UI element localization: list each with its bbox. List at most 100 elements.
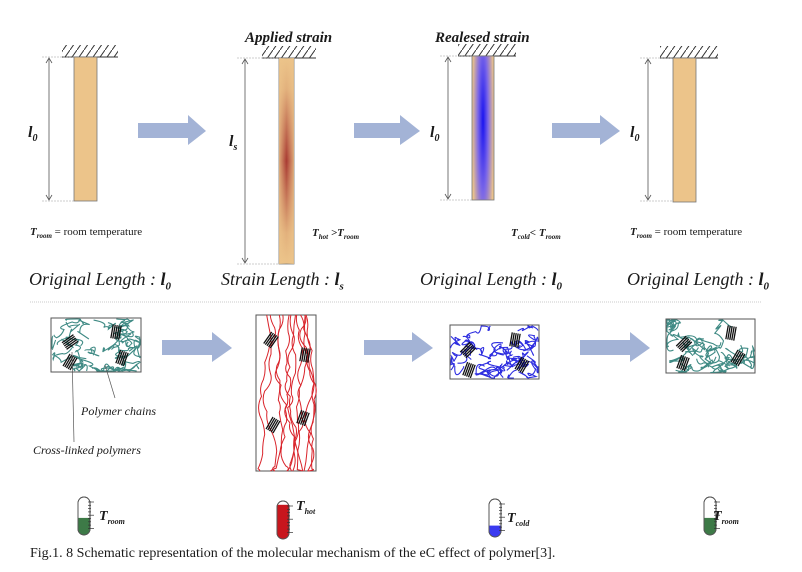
length-label: Strain Length : ls: [221, 269, 344, 293]
polymer-chain: [303, 314, 315, 472]
thermometer-icon: [276, 500, 293, 540]
polymer-chain: [507, 369, 517, 379]
polymer-network-room-recovered: [665, 318, 756, 374]
polymer-chain: [518, 368, 538, 379]
polymer-chain: [116, 318, 134, 330]
length-label: Original Length : l0: [29, 269, 172, 293]
thermometer-label: Troom: [99, 509, 125, 526]
polymer-chain: [284, 314, 298, 472]
polymer-chain: [450, 349, 472, 363]
polymer-chain: [514, 340, 537, 352]
wall-hatch-icon: [262, 46, 316, 59]
annotation-polymer-chains: Polymer chains: [81, 404, 156, 418]
temperature-note: Troom = room temperature: [30, 226, 143, 241]
polymer-network-hot: [255, 314, 317, 472]
polymer-chain: [721, 356, 737, 370]
polymer-chain: [51, 347, 73, 364]
polymer-chain: [107, 339, 122, 355]
polymer-chain: [488, 342, 508, 359]
panel-applied-strain: [237, 46, 316, 265]
polymer-chain: [450, 357, 465, 376]
crosslink-icon: [514, 356, 530, 374]
thermometer-level: [704, 517, 716, 535]
polymer-chain: [115, 345, 138, 359]
wall-hatch-icon: [62, 45, 118, 58]
length-label: Original Length : l0: [420, 269, 563, 293]
polymer-network-room: [50, 317, 142, 373]
polymer-chain: [93, 319, 116, 331]
polymer-chain: [465, 325, 491, 339]
polymer-chain: [682, 342, 699, 356]
arrow-right-icon: [354, 115, 420, 145]
thermometer-label: Troom: [713, 509, 739, 526]
polymer-chain: [449, 336, 462, 349]
figure-caption: Fig.1. 8 Schematic representation of the…: [30, 546, 556, 561]
polymer-chain: [512, 351, 529, 366]
polymer-chain: [713, 319, 732, 335]
thermometer-icon: [488, 498, 505, 538]
polymer-chain: [294, 314, 308, 472]
polymer-chain: [102, 333, 132, 353]
polymer-chain: [666, 320, 677, 337]
leader-line: [104, 364, 116, 399]
polymer-chain: [72, 338, 84, 367]
arrow-right-icon: [580, 332, 650, 362]
polymer-chain: [84, 346, 100, 357]
crosslink-icon: [725, 325, 737, 341]
polymer-chain: [474, 362, 490, 376]
crosslink-icon: [115, 349, 129, 367]
polymer-network-cold: [449, 324, 540, 380]
thermometer-level: [489, 525, 501, 537]
arrow-right-icon: [138, 115, 206, 145]
thermometer-level: [78, 517, 90, 535]
polymer-chain: [669, 319, 682, 333]
panel-original: [42, 45, 118, 202]
wall-hatch-icon: [660, 46, 718, 59]
crosslink-icon: [110, 324, 122, 340]
crosslink-icon: [462, 361, 476, 379]
polymer-chain: [690, 337, 706, 351]
polymer-chain: [743, 356, 755, 369]
polymer-chain: [666, 319, 676, 331]
polymer-chain: [677, 331, 698, 351]
polymer-chain: [126, 335, 141, 349]
polymer-chain: [517, 325, 539, 332]
temperature-note: Thot >Troom: [312, 227, 360, 242]
polymer-chain: [457, 340, 476, 364]
crosslink-icon: [265, 416, 281, 434]
polymer-chain: [705, 332, 725, 352]
polymer-bar-cold: [471, 55, 495, 201]
bottom-row-diagram: [50, 314, 756, 540]
polymer-chain: [524, 336, 539, 356]
crosslink-icon: [61, 334, 79, 350]
polymer-chain: [305, 314, 317, 472]
polymer-chain: [113, 363, 140, 372]
polymer-chain: [94, 366, 118, 372]
title-applied-strain: Applied strain: [245, 30, 333, 46]
title-released-strain: Realesed strain: [435, 30, 530, 46]
annotation-cross-linked: Cross-linked polymers: [33, 443, 141, 457]
polymer-chain: [669, 351, 687, 363]
top-row-diagram: [30, 44, 762, 303]
crosslink-icon: [676, 354, 690, 372]
dimension-label: ls: [229, 133, 238, 154]
length-label: Original Length : l0: [627, 269, 770, 293]
crosslink-icon: [263, 331, 279, 349]
polymer-chain: [65, 321, 81, 341]
thermometer-label: Tcold: [507, 511, 530, 528]
thermometer-label: Thot: [296, 499, 316, 516]
arrow-right-icon: [552, 115, 620, 145]
crosslink-icon: [459, 341, 477, 359]
polymer-chain: [51, 335, 57, 350]
polymer-chain: [706, 356, 724, 372]
polymer-chain: [72, 359, 88, 372]
polymer-chain: [275, 314, 289, 472]
polymer-chain: [749, 345, 755, 360]
thermometer-icon: [703, 496, 720, 536]
dimension-label: l0: [28, 124, 38, 145]
crosslink-icon: [296, 409, 310, 427]
crosslink-icon: [299, 347, 311, 363]
polymer-chain: [678, 358, 709, 373]
polymer-chain: [666, 334, 680, 352]
polymer-chain: [675, 363, 693, 373]
